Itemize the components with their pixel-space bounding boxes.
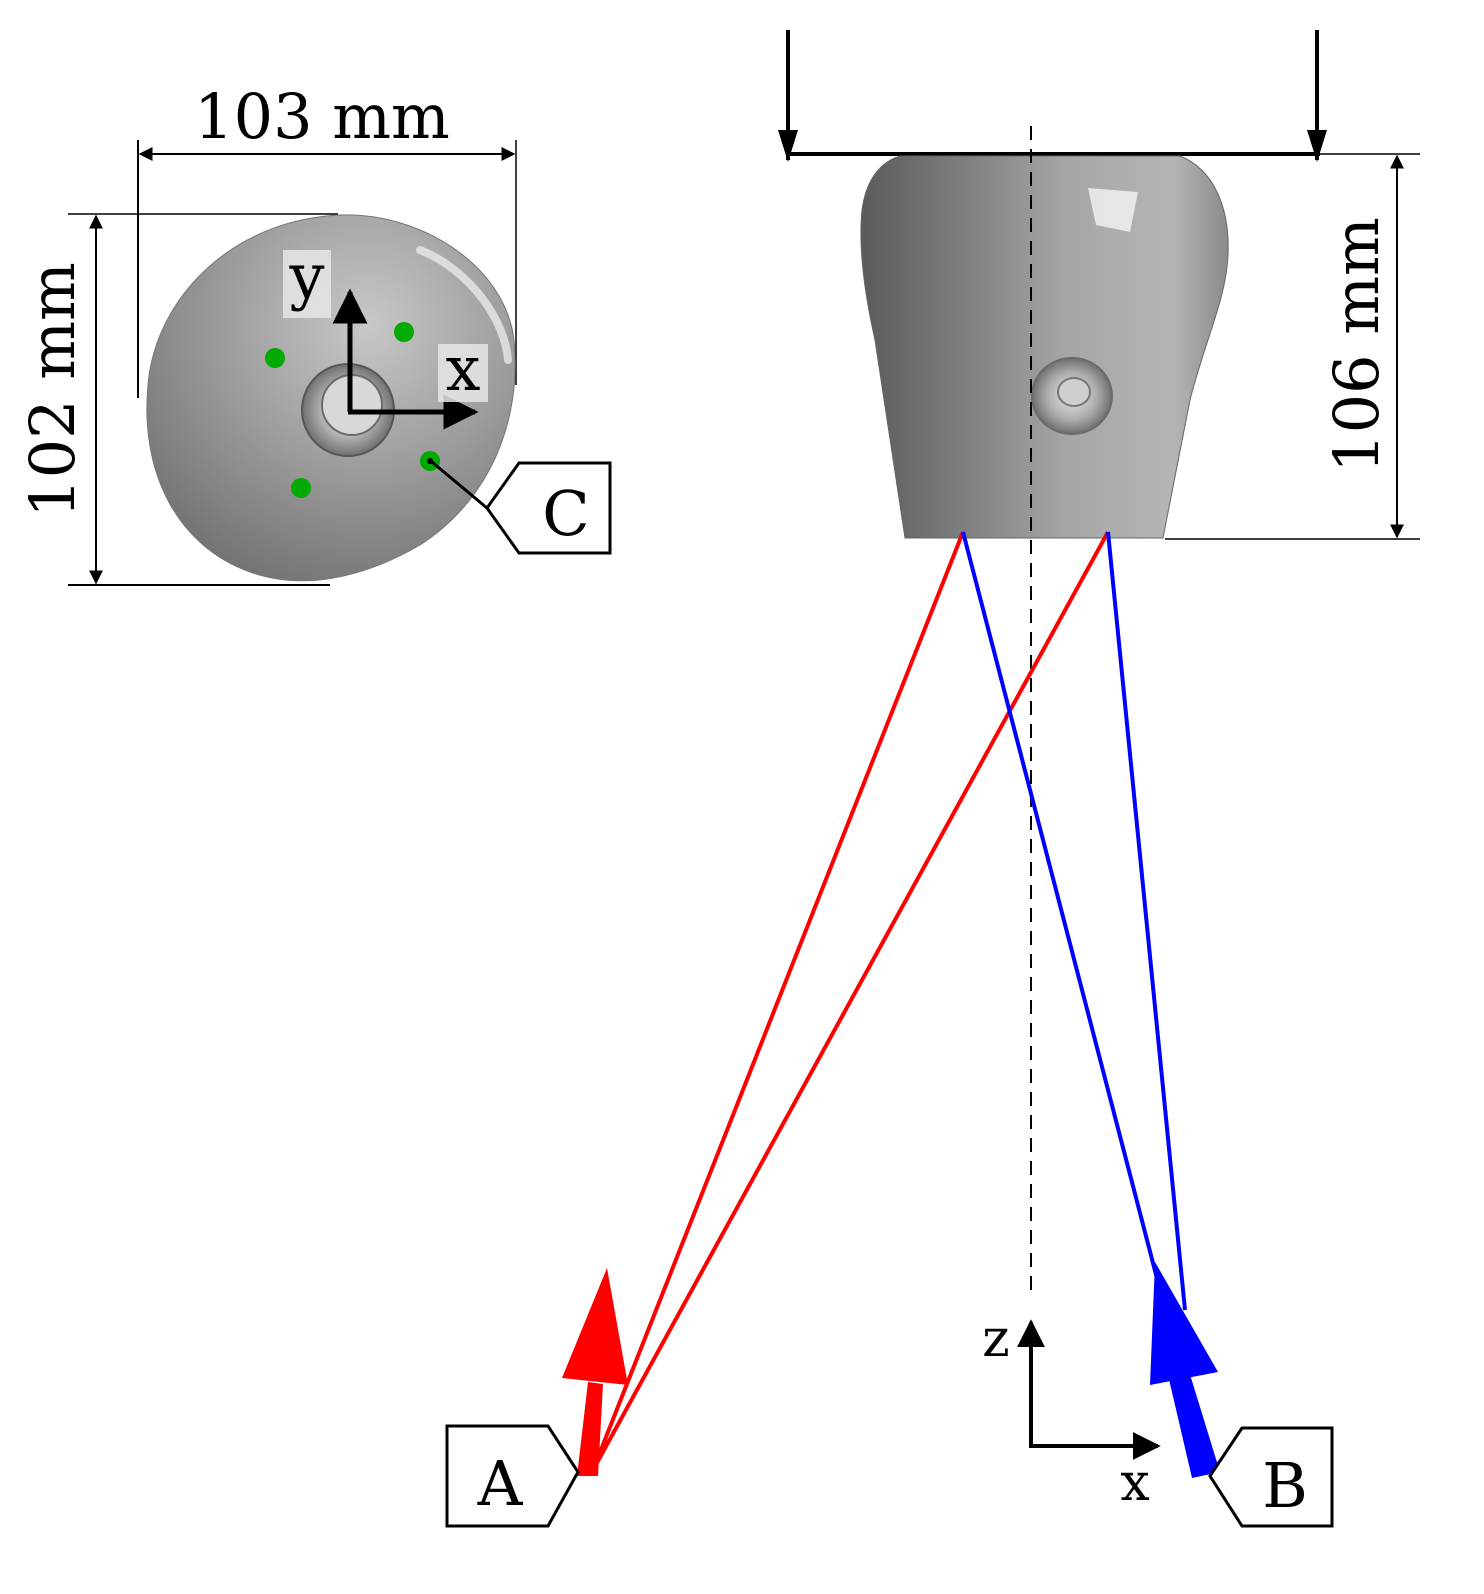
vector-b: B [1150, 1262, 1334, 1528]
axis-y-label-bg [283, 250, 331, 318]
marker-dot [265, 348, 285, 368]
lower-frame: z x [982, 1309, 1161, 1513]
vector-a-head [562, 1268, 628, 1385]
callout-b-label: B [1262, 1449, 1308, 1522]
callout-c-label: C [542, 477, 589, 550]
vector-b-head [1150, 1262, 1218, 1385]
side-view-body [860, 155, 1229, 539]
side-view-hole-inner [1057, 377, 1091, 407]
axis-x-label: x [446, 332, 481, 405]
red-ray-1 [591, 531, 965, 1471]
vector-b-shaft [1168, 1368, 1220, 1478]
callout-b-tag [1208, 1426, 1334, 1528]
blue-ray-2 [1106, 531, 1187, 1311]
load-arrowhead-right [1307, 130, 1327, 162]
lower-axis-x-label: x [1120, 1453, 1149, 1513]
side-view-highlight [1088, 188, 1138, 232]
blue-ray-1 [961, 531, 1162, 1291]
red-ray-2 [591, 531, 1110, 1471]
callout-a-label: A [477, 1447, 524, 1520]
vector-a: A [445, 1268, 628, 1528]
top-view-rim-highlight [416, 246, 512, 364]
width-dimension-label: 103 mm [194, 80, 450, 153]
marker-dot [394, 322, 414, 342]
callout-c-leader [431, 460, 488, 510]
lower-axis-z-label: z [982, 1309, 1009, 1369]
height-dimension-label: 102 mm [16, 262, 89, 518]
ray-lines [591, 531, 1187, 1471]
callout-c-tag [485, 461, 612, 555]
axis-x-label-bg [438, 344, 488, 402]
side-height-dimension-label: 106 mm [1320, 217, 1393, 473]
side-view: 106 mm [778, 30, 1420, 1296]
top-view: 103 mm 102 mm y x C [16, 80, 612, 586]
axis-y-label: y [288, 240, 324, 313]
marker-dot-center [427, 458, 433, 464]
callout-a-tag [445, 1424, 580, 1528]
marker-dot [291, 478, 311, 498]
load-arrowhead-left [778, 130, 798, 162]
vector-a-shaft [577, 1382, 603, 1476]
